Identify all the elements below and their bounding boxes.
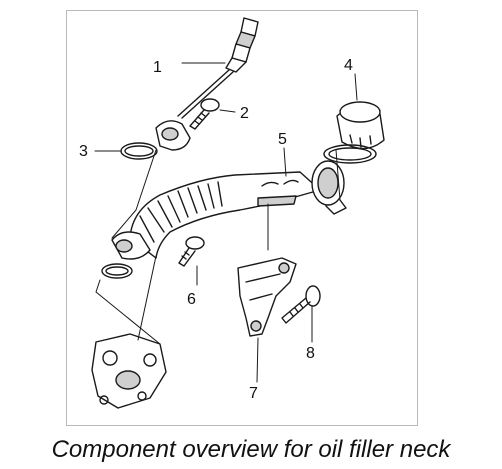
part-8-bolt <box>281 285 321 324</box>
part-6-bolt <box>178 236 205 267</box>
callout-2: 2 <box>240 105 249 122</box>
leader-lines <box>94 62 358 383</box>
callout-5: 5 <box>278 131 287 148</box>
oil-filler-housing <box>91 333 167 409</box>
part-2-bolt <box>189 98 220 130</box>
callout-4: 4 <box>344 57 353 74</box>
dipstick-flange <box>155 120 191 151</box>
figure-caption: Component overview for oil filler neck <box>51 436 451 463</box>
callout-6: 6 <box>187 291 196 308</box>
callout-3: 3 <box>79 143 88 160</box>
part-4-filler-cap <box>323 101 385 164</box>
part-3-o-ring <box>120 142 158 160</box>
callout-7: 7 <box>249 385 258 402</box>
callout-8: 8 <box>306 345 315 362</box>
lower-o-ring <box>101 263 133 279</box>
assembly-guide-lines <box>95 149 341 345</box>
callout-1: 1 <box>153 59 162 76</box>
part-5-filler-pipe <box>111 160 347 260</box>
part-1-dipstick <box>177 17 259 119</box>
part-7-bracket <box>237 257 297 337</box>
